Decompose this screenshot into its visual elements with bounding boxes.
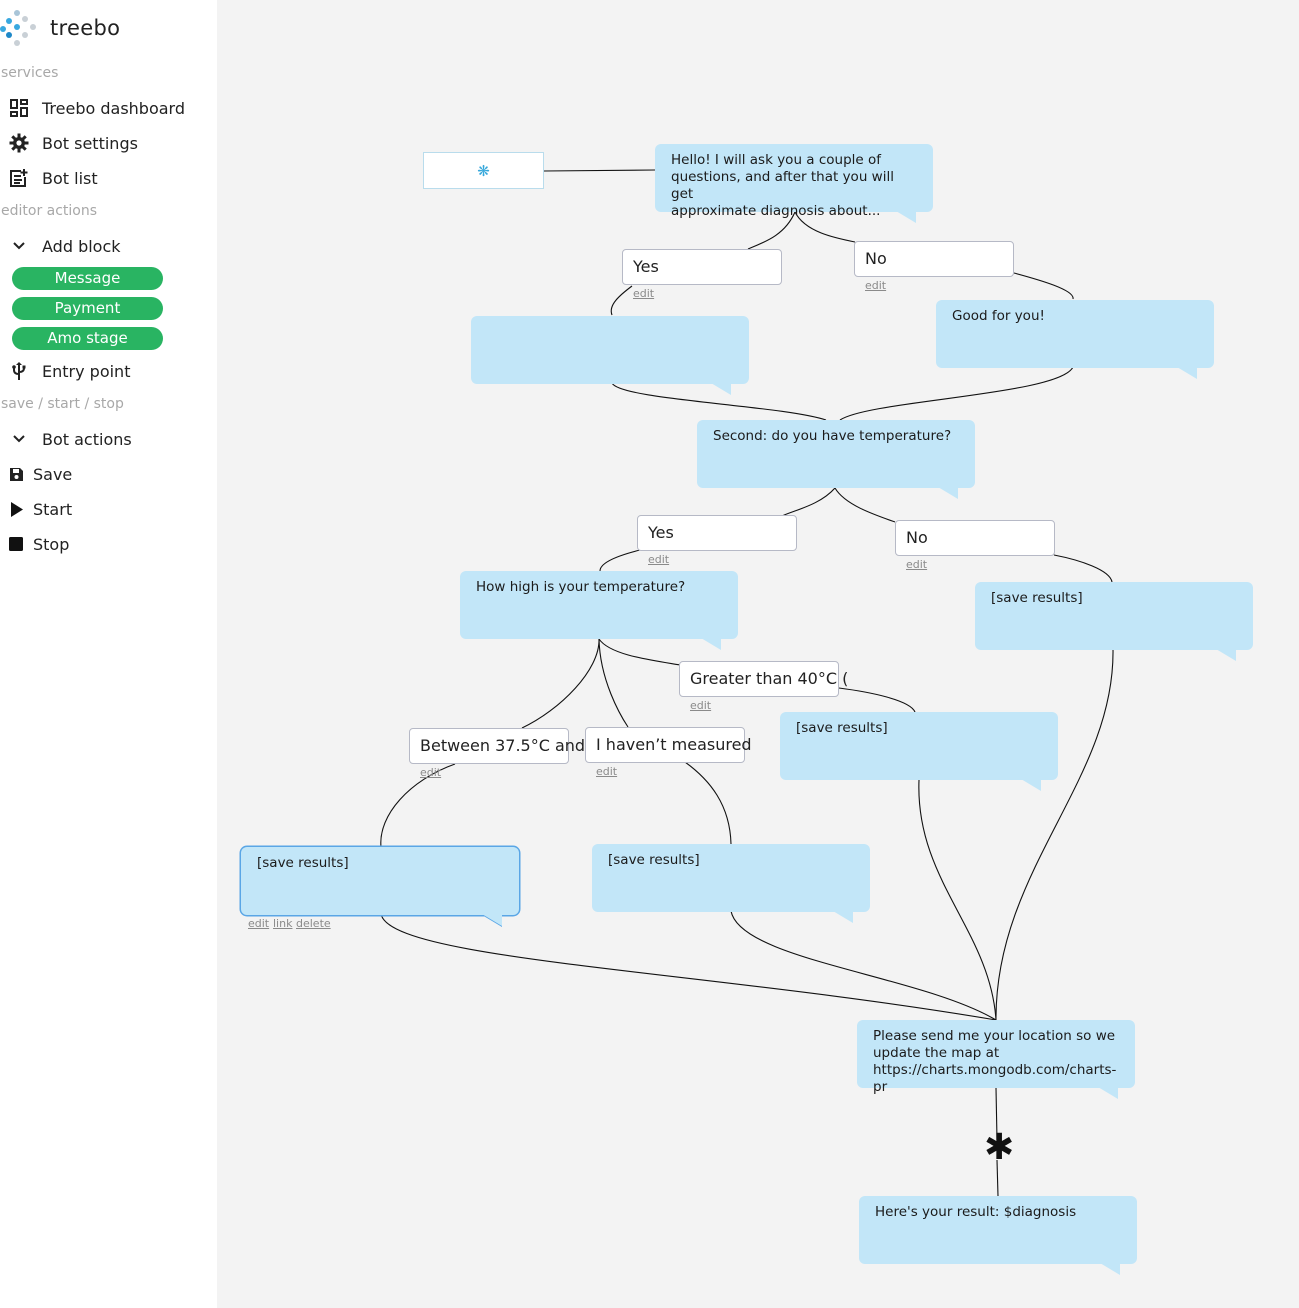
treebo-logo[interactable]: treebo: [0, 6, 140, 46]
section-label-save-start-stop: save / start / stop: [1, 396, 124, 412]
usb-icon: [8, 360, 30, 382]
section-label-editor-actions: editor actions: [1, 203, 98, 219]
nav-bot-settings[interactable]: Bot settings: [8, 130, 138, 156]
answer-edit-link[interactable]: edit: [648, 553, 670, 566]
message-block-save-results-selected[interactable]: [save results]: [241, 847, 519, 915]
answer-edit-link[interactable]: edit: [906, 558, 928, 571]
answer-edit-link[interactable]: edit: [596, 765, 618, 778]
nav-bot-list[interactable]: Bot list: [8, 165, 98, 191]
bot-actions-toggle[interactable]: Bot actions: [8, 426, 132, 452]
message-block-empty[interactable]: [471, 316, 749, 384]
bubble-tail: [1177, 367, 1197, 379]
entry-point-button[interactable]: Entry point: [8, 358, 130, 384]
message-block-save-results[interactable]: [save results]: [780, 712, 1058, 780]
entry-point-node[interactable]: ❋: [423, 152, 544, 189]
answer-not-measured[interactable]: I haven’t measured: [585, 727, 752, 763]
block-edit-link[interactable]: edit: [248, 917, 270, 930]
nav-label: Add block: [42, 236, 121, 256]
block-delete-link[interactable]: delete: [296, 917, 331, 930]
save-button[interactable]: Save: [8, 461, 72, 487]
answer-yes[interactable]: Yes: [637, 515, 797, 551]
add-message-block-button[interactable]: Message: [12, 267, 163, 290]
block-link-link[interactable]: link: [273, 917, 293, 930]
bubble-tail: [482, 914, 502, 926]
bubble-tail: [701, 638, 721, 650]
answer-no[interactable]: No: [895, 520, 1055, 556]
stop-icon: [8, 533, 24, 555]
message-block-temperature-question[interactable]: Second: do you have temperature?: [697, 420, 975, 488]
bubble-tail: [1098, 1087, 1118, 1099]
add-amo-stage-block-button[interactable]: Amo stage: [12, 327, 163, 350]
play-icon: [8, 498, 24, 520]
message-block-save-results[interactable]: [save results]: [592, 844, 870, 912]
add-block-toggle[interactable]: Add block: [8, 233, 121, 259]
answer-yes[interactable]: Yes: [622, 249, 782, 285]
answer-greater-than-40[interactable]: Greater than 40°C (: [679, 661, 848, 697]
message-block-result[interactable]: Here's your result: $diagnosis: [859, 1196, 1137, 1264]
bubble-tail: [1021, 779, 1041, 791]
bubble-tail: [833, 911, 853, 923]
answer-no[interactable]: No: [854, 241, 1014, 277]
answer-edit-link[interactable]: edit: [690, 699, 712, 712]
chevron-down-icon: [8, 428, 30, 450]
nav-label: Stop: [33, 534, 70, 554]
save-icon: [8, 463, 24, 485]
stop-button[interactable]: Stop: [8, 531, 69, 557]
nav-label: Bot settings: [42, 133, 138, 153]
list-icon: [8, 167, 30, 189]
nav-treebo-dashboard[interactable]: Treebo dashboard: [8, 95, 185, 121]
nav-label: Entry point: [42, 361, 131, 381]
answer-edit-link[interactable]: edit: [865, 279, 887, 292]
nav-label: Bot actions: [42, 429, 132, 449]
entry-point-icon: ❋: [477, 161, 490, 180]
start-button[interactable]: Start: [8, 496, 72, 522]
sidebar: treebo services Treebo dashboard Bot set…: [0, 0, 217, 1308]
add-payment-block-button[interactable]: Payment: [12, 297, 163, 320]
chevron-down-icon: [8, 235, 30, 257]
answer-between-37-5[interactable]: Between 37.5°C and: [409, 728, 585, 764]
bubble-tail: [938, 487, 958, 499]
bubble-tail: [1100, 1263, 1120, 1275]
nav-label: Bot list: [42, 168, 98, 188]
message-block-save-results[interactable]: [save results]: [975, 582, 1253, 650]
answer-edit-link[interactable]: edit: [633, 287, 655, 300]
nav-label: Save: [33, 464, 73, 484]
answer-edit-link[interactable]: edit: [420, 766, 442, 779]
message-block-how-high[interactable]: How high is your temperature?: [460, 571, 738, 639]
logo-text: treebo: [50, 16, 121, 40]
message-block-good-for-you[interactable]: Good for you!: [936, 300, 1214, 368]
gear-icon: [8, 132, 30, 154]
bubble-tail: [711, 383, 731, 395]
any-input-node[interactable]: ✱: [984, 1127, 1015, 1168]
bubble-tail: [896, 211, 916, 223]
nav-label: Start: [33, 499, 73, 519]
bubble-tail: [1216, 649, 1236, 661]
nav-label: Treebo dashboard: [42, 98, 186, 118]
section-label-services: services: [1, 65, 59, 81]
message-block-location[interactable]: Please send me your location so we updat…: [857, 1020, 1135, 1095]
message-block-greeting[interactable]: Hello! I will ask you a couple of questi…: [655, 144, 933, 219]
dashboard-icon: [8, 97, 30, 119]
